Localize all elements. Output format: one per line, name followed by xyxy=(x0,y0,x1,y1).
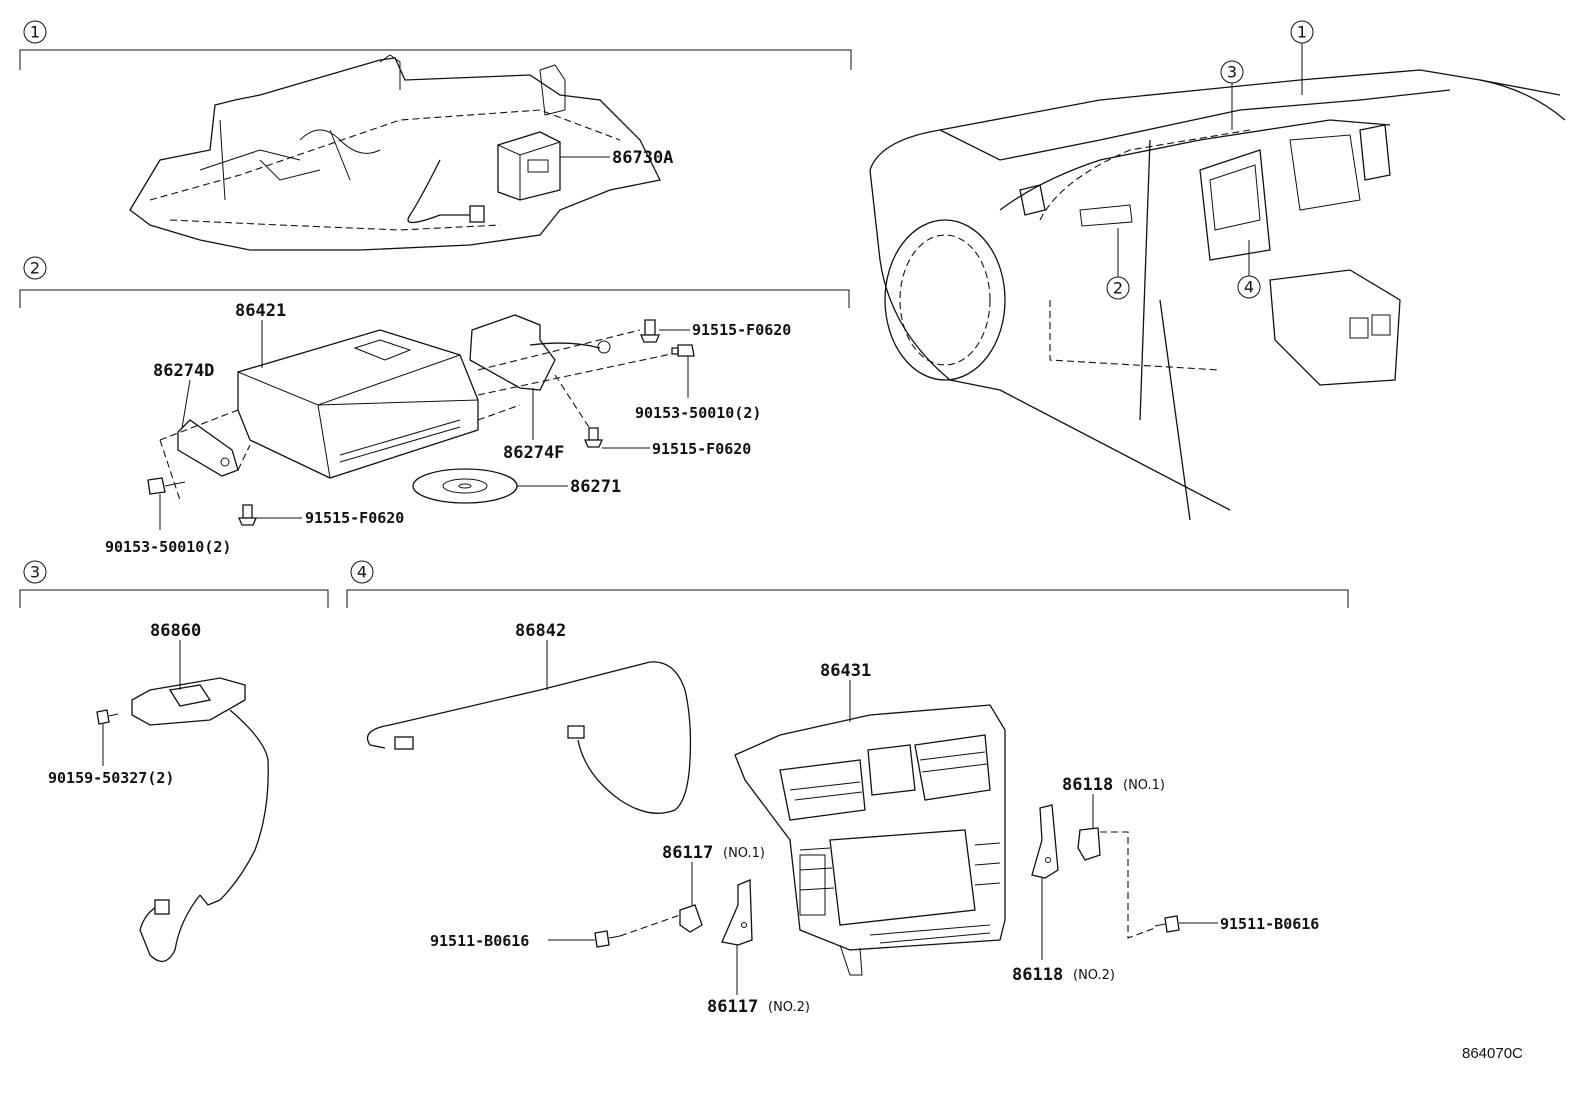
vehicle-interior-overview xyxy=(869,69,1566,521)
section-3: 3 86860 90159-50327(2) xyxy=(19,560,329,962)
section-1: 1 86730A xyxy=(19,20,852,251)
label-86274D: 86274D xyxy=(153,361,214,381)
label-91511-B0616-a: 91511-B0616 xyxy=(430,932,529,950)
label-91515-F0620-a: 91515-F0620 xyxy=(692,321,791,339)
label-86271: 86271 xyxy=(570,477,621,497)
section-4: 4 86842 86431 xyxy=(346,560,1349,1017)
section-3-bracket xyxy=(19,589,329,608)
part-86117-no1-clip xyxy=(679,904,703,933)
part-86431-display-panel xyxy=(734,704,1006,976)
svg-text:2: 2 xyxy=(30,259,40,278)
screw-91511-b xyxy=(1154,915,1180,933)
part-86842-cable xyxy=(366,661,692,814)
label-86118-no2-note: (NO.2) xyxy=(1073,968,1115,983)
section-1-bracket xyxy=(19,49,852,70)
section-2-bracket xyxy=(19,289,850,308)
section-4-index-marker: 4 xyxy=(350,560,374,584)
leader-86274D xyxy=(181,379,191,429)
part-86421-unit xyxy=(237,329,479,479)
label-91515-F0620-c: 91515-F0620 xyxy=(305,509,404,527)
section-4-bracket xyxy=(346,589,1349,608)
label-86842: 86842 xyxy=(515,621,566,641)
label-86117-no2: 86117 xyxy=(707,997,758,1017)
svg-text:4: 4 xyxy=(357,563,367,582)
label-86117-no2-note: (NO.2) xyxy=(768,1000,810,1015)
label-90153-50010-b: 90153-50010(2) xyxy=(105,538,231,556)
label-86117-no1: 86117 xyxy=(662,843,713,863)
overview-callout-2: 2 xyxy=(1106,228,1130,300)
screw-90159 xyxy=(96,709,119,725)
section-2-index-marker: 2 xyxy=(23,256,47,280)
svg-text:1: 1 xyxy=(1297,23,1307,42)
label-90159-50327: 90159-50327(2) xyxy=(48,769,174,787)
part-86118-no1-clip xyxy=(1077,827,1101,861)
label-86860: 86860 xyxy=(150,621,201,641)
label-86730A: 86730A xyxy=(612,148,673,168)
part-86860-bracket xyxy=(131,677,269,962)
label-90153-50010-a: 90153-50010(2) xyxy=(635,404,761,422)
section-3-index-marker: 3 xyxy=(23,560,47,584)
diagram-code: 864070C xyxy=(1462,1045,1523,1062)
overview-callout-4: 4 xyxy=(1237,240,1261,299)
label-86118-no1: 86118 xyxy=(1062,775,1113,795)
overview-callout-3: 3 xyxy=(1220,60,1244,130)
label-86118-no2: 86118 xyxy=(1012,965,1063,985)
label-91515-F0620-b: 91515-F0620 xyxy=(652,440,751,458)
part-86271-disc xyxy=(412,468,518,504)
label-91511-B0616-b: 91511-B0616 xyxy=(1220,915,1319,933)
label-86118-no1-note: (NO.1) xyxy=(1123,778,1165,793)
section-1-index-marker: 1 xyxy=(23,20,47,44)
svg-text:3: 3 xyxy=(1227,63,1237,82)
section-2: 2 86421 86274D 86274F xyxy=(19,256,850,556)
svg-text:1: 1 xyxy=(30,23,40,42)
label-86431: 86431 xyxy=(820,661,871,681)
overview-callout-1: 1 xyxy=(1290,20,1314,95)
part-86730A-module xyxy=(497,131,561,201)
part-86117-no2-bracket xyxy=(721,879,753,946)
screw-91515-c xyxy=(238,504,257,526)
screw-90153-b xyxy=(147,477,186,495)
screw-91515-a xyxy=(640,319,660,343)
screw-91515-b xyxy=(584,427,603,448)
part-86274F-bracket xyxy=(469,314,611,391)
part-86274D-bracket xyxy=(177,419,239,477)
overhead-console-illustration xyxy=(129,54,661,251)
part-86118-no2-bracket xyxy=(1031,804,1059,879)
screw-91511-a xyxy=(594,930,621,948)
label-86421: 86421 xyxy=(235,301,286,321)
svg-text:2: 2 xyxy=(1113,279,1123,298)
screw-90153-a xyxy=(671,344,695,357)
svg-text:3: 3 xyxy=(30,563,40,582)
label-86274F: 86274F xyxy=(503,443,564,463)
svg-text:4: 4 xyxy=(1244,278,1254,297)
label-86117-no1-note: (NO.1) xyxy=(723,846,765,861)
